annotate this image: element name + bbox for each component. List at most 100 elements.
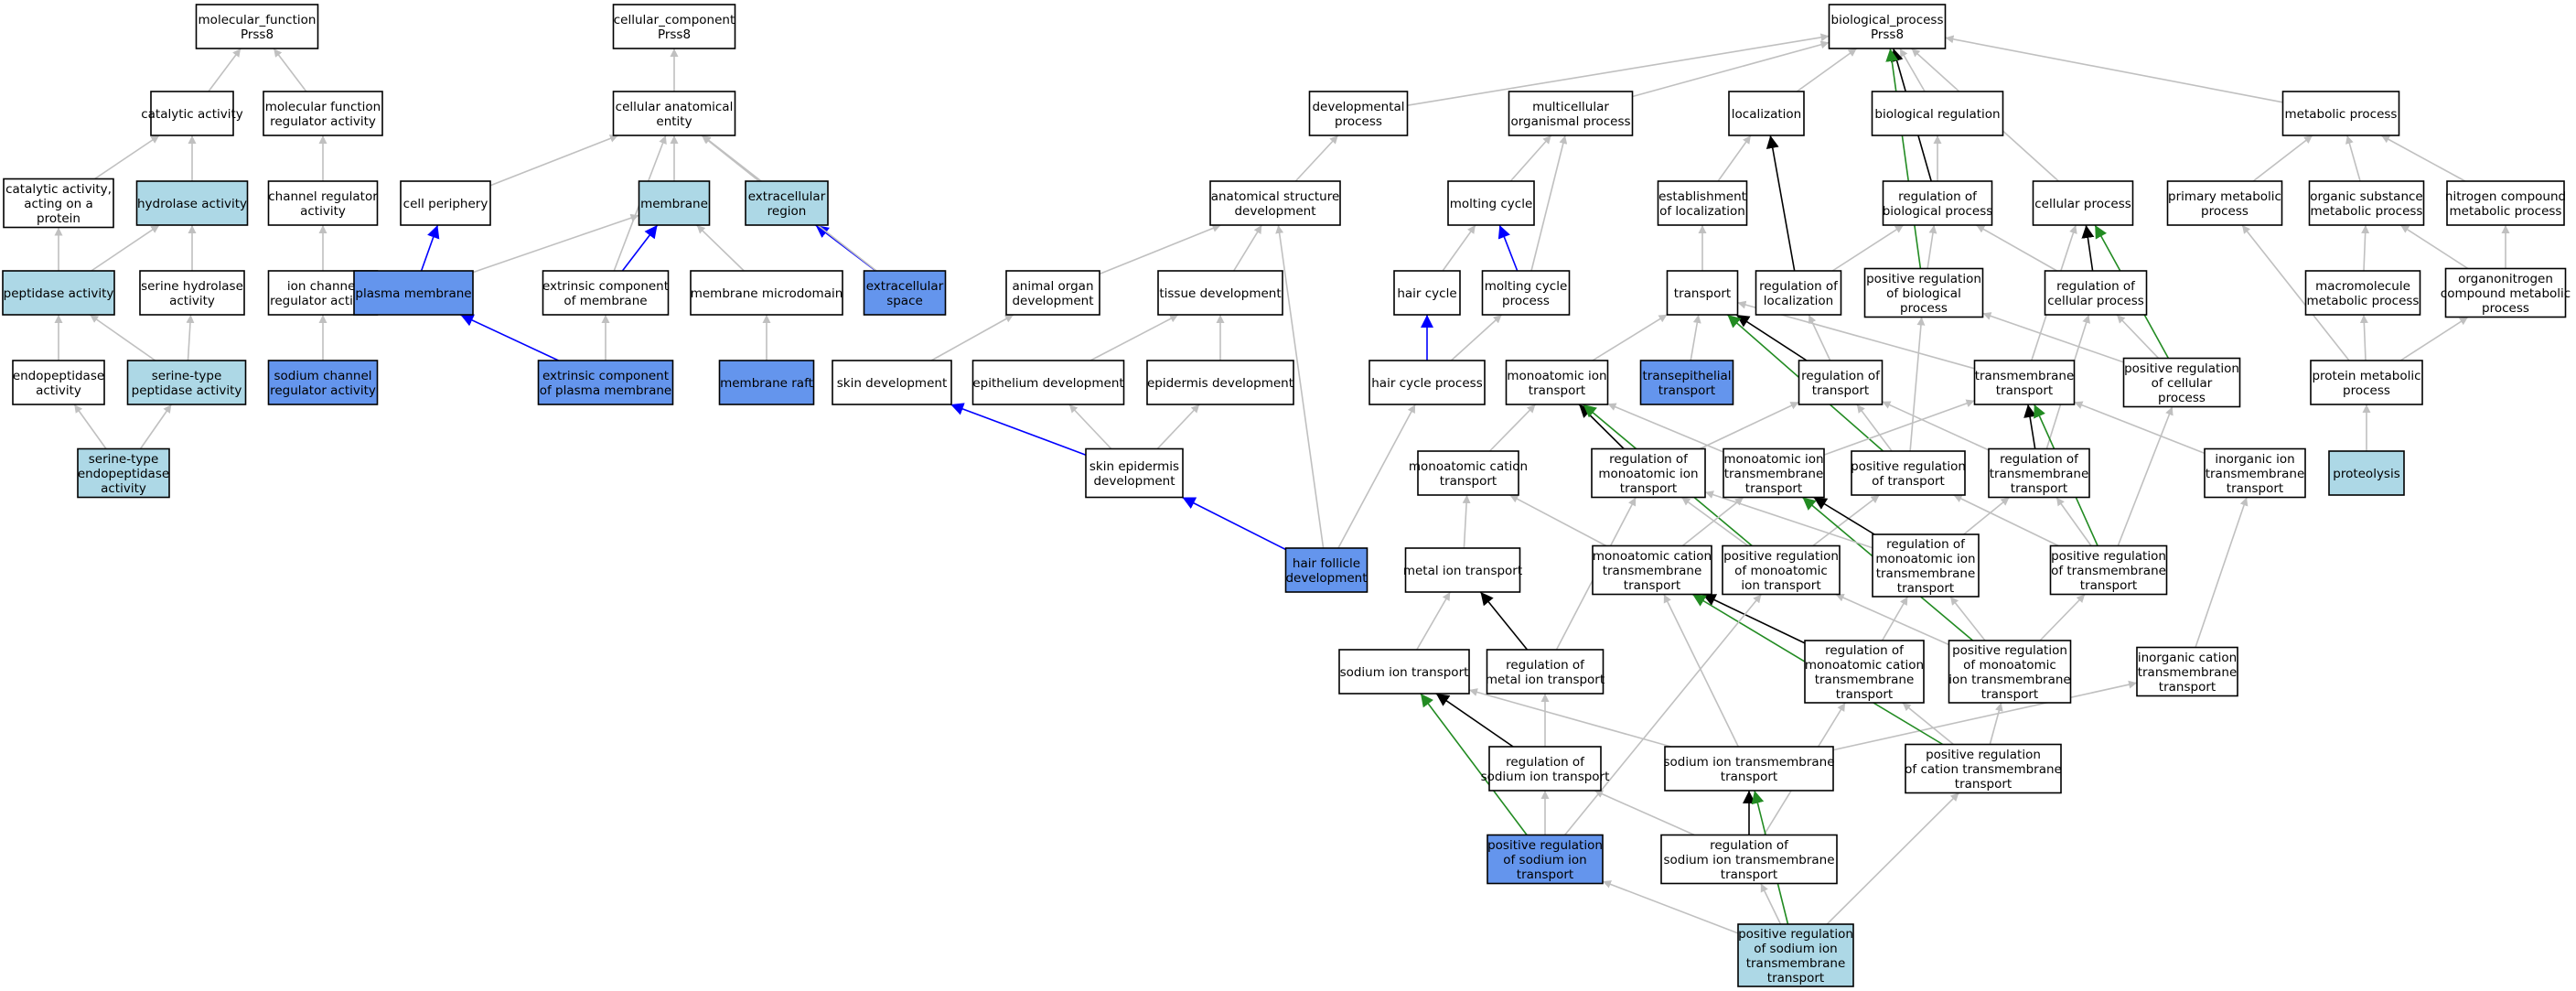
node-hydro[interactable]: hydrolase activity <box>135 180 249 226</box>
node-epidd[interactable]: epidermis development <box>1146 360 1294 405</box>
node-label-line: regulation of <box>1886 537 1966 552</box>
node-tisd[interactable]: tissue development <box>1157 270 1283 316</box>
node-box <box>1209 180 1341 226</box>
node-metab[interactable]: metabolic process <box>2281 91 2400 136</box>
node-memb[interactable]: membrane <box>638 180 711 226</box>
node-mraft[interactable]: membrane raft <box>718 360 815 405</box>
edge-maitmt-to-tmt <box>1823 399 1975 456</box>
node-cperi[interactable]: cell periphery <box>400 180 491 226</box>
edge-mmp-to-osmp <box>2361 224 2370 272</box>
node-box <box>863 270 947 316</box>
node-label-line: plasma membrane <box>355 286 471 301</box>
node-label-line: positive regulation <box>1952 643 2067 658</box>
node-plm[interactable]: plasma membrane <box>353 270 474 316</box>
edge-line <box>2039 593 2086 641</box>
node-hairc[interactable]: hair cycle <box>1393 270 1461 316</box>
node-cat[interactable]: catalytic activity <box>141 91 243 136</box>
edge-prbp-to-bp <box>1885 48 1922 269</box>
node-breg[interactable]: biological regulation <box>1871 91 2004 136</box>
node-skind[interactable]: skin development <box>832 360 952 405</box>
node-pept[interactable]: peptidase activity <box>2 270 115 316</box>
edge-loc-to-bp <box>1796 48 1858 92</box>
node-label-line: hair cycle <box>1397 286 1456 301</box>
node-loc[interactable]: localization <box>1728 91 1805 136</box>
node-cellp[interactable]: cellular process <box>2032 180 2134 226</box>
node-mmd[interactable]: membrane microdomain <box>690 270 843 316</box>
node-sit[interactable]: sodium ion transport <box>1338 649 1470 695</box>
node-molt[interactable]: molting cycle <box>1447 180 1535 226</box>
node-label-line: transport <box>1981 687 2038 702</box>
node-label-line: of transport <box>1872 474 1945 489</box>
node-box <box>1338 649 1470 695</box>
node-prot[interactable]: proteolysis <box>2328 450 2405 496</box>
node-metit[interactable]: metal ion transport <box>1403 547 1522 593</box>
edge-regmaitmt-to-regtmt <box>1963 496 2011 535</box>
node-hcp[interactable]: hair cycle process <box>1368 360 1486 405</box>
node-label-line: extrinsic component <box>542 279 669 294</box>
node-epid[interactable]: epithelium development <box>971 360 1125 405</box>
node-box <box>1481 270 1571 316</box>
node-trans[interactable]: transport <box>1666 270 1739 316</box>
edge-line <box>1462 494 1471 549</box>
